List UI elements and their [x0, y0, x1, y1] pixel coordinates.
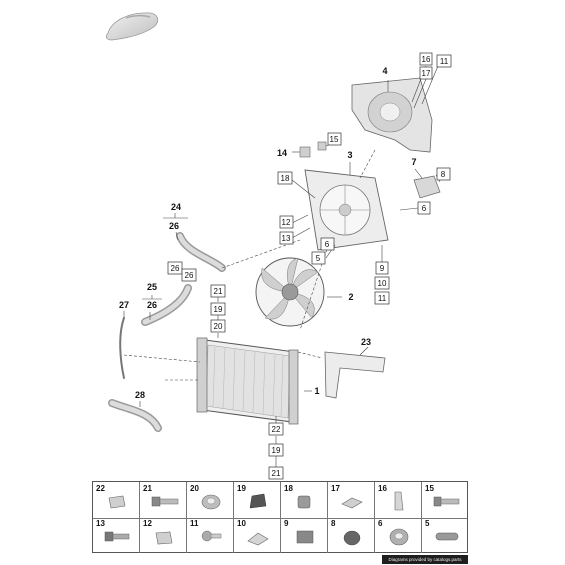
callout-26-hose[interactable]: 26 [171, 264, 180, 273]
damper-icon [343, 530, 361, 546]
callout-26-top[interactable]: 26 [169, 221, 179, 231]
part-cell[interactable]: 16 [375, 482, 422, 518]
air-duct [324, 351, 386, 399]
part-number: 19 [237, 484, 246, 493]
part-cell[interactable]: 21 [140, 482, 187, 518]
part-number: 22 [96, 484, 105, 493]
callout-26-mid[interactable]: 26 [147, 300, 157, 310]
callout-20[interactable]: 20 [214, 322, 223, 331]
boxed-callouts [167, 52, 452, 480]
radiator [196, 337, 299, 425]
callout-21-bottom[interactable]: 21 [272, 469, 281, 478]
retainer-clip-icon [247, 532, 269, 546]
callout-4[interactable]: 4 [382, 66, 387, 76]
callout-11-bottom[interactable]: 11 [378, 294, 387, 303]
callout-18[interactable]: 18 [281, 174, 290, 183]
part-cell[interactable]: 9 [281, 517, 328, 553]
callout-21-top[interactable]: 21 [214, 287, 223, 296]
part-cell[interactable]: 12 [140, 517, 187, 553]
bracket-part [413, 175, 441, 199]
callout-3[interactable]: 3 [347, 150, 352, 160]
callout-23[interactable]: 23 [361, 337, 371, 347]
car-silhouette-icon [105, 12, 159, 41]
expansion-rivet-icon [201, 530, 222, 542]
callout-13[interactable]: 13 [282, 234, 291, 243]
callout-7[interactable]: 7 [411, 157, 416, 167]
callout-9[interactable]: 9 [380, 264, 385, 273]
callout-19-top[interactable]: 19 [214, 305, 223, 314]
clip-icon [341, 497, 363, 509]
part-cell[interactable]: 17 [328, 482, 375, 518]
part-number: 6 [378, 519, 383, 528]
part-number: 5 [425, 519, 430, 528]
part-cell[interactable]: 8 [328, 517, 375, 553]
callout-19-bottom[interactable]: 19 [272, 446, 281, 455]
part-number: 20 [190, 484, 199, 493]
fan-shroud-rear [351, 77, 433, 153]
part-cell[interactable]: 18 [281, 482, 328, 518]
part-number: 10 [237, 519, 246, 528]
part-cell[interactable]: 11 [187, 517, 234, 553]
part-cell[interactable]: 20 [187, 482, 234, 518]
part-number: 15 [425, 484, 434, 493]
callout-15[interactable]: 15 [330, 135, 339, 144]
part-number: 18 [284, 484, 293, 493]
callout-28[interactable]: 28 [135, 390, 145, 400]
callout-26-hose-2[interactable]: 26 [185, 271, 194, 280]
rubber-pad-icon [297, 495, 311, 509]
screw-icon [433, 496, 460, 507]
coolant-hoses [108, 232, 226, 432]
part-number: 13 [96, 519, 105, 528]
parts-row-top: 22 21 20 19 18 17 16 15 [93, 482, 467, 519]
part-number: 17 [331, 484, 340, 493]
part-number: 16 [378, 484, 387, 493]
callout-12[interactable]: 12 [282, 218, 291, 227]
grommet-icon [201, 494, 221, 510]
callout-17[interactable]: 17 [422, 69, 431, 78]
speed-nut-icon [155, 531, 173, 545]
callout-24[interactable]: 24 [171, 202, 181, 212]
part-cell[interactable]: 19 [234, 482, 281, 518]
callout-2[interactable]: 2 [348, 292, 353, 302]
part-number: 8 [331, 519, 336, 528]
small-fastener-parts [299, 141, 327, 158]
callout-27[interactable]: 27 [119, 300, 129, 310]
part-cell[interactable]: 15 [422, 482, 469, 518]
nut-clip-icon [108, 495, 126, 509]
mount-icon [249, 493, 267, 509]
callout-11-top[interactable]: 11 [440, 57, 449, 66]
part-cell[interactable]: 6 [375, 517, 422, 553]
part-number: 9 [284, 519, 289, 528]
solid-leaders [123, 65, 441, 467]
callout-10[interactable]: 10 [378, 279, 387, 288]
callout-6-bracket[interactable]: 6 [422, 204, 427, 213]
callout-14[interactable]: 14 [277, 148, 287, 158]
diagram-credit: Diagrams provided by catalogs.parts [382, 555, 468, 564]
fan-frame [304, 169, 389, 251]
callout-8[interactable]: 8 [441, 170, 446, 179]
part-number: 21 [143, 484, 152, 493]
parts-row-bottom: 13 12 11 10 9 8 6 5 [93, 517, 467, 553]
callout-6-frame[interactable]: 6 [325, 240, 330, 249]
part-cell[interactable]: 10 [234, 517, 281, 553]
callout-1[interactable]: 1 [314, 386, 319, 396]
bolt-icon [104, 531, 130, 542]
callout-5[interactable]: 5 [316, 254, 321, 263]
part-cell[interactable]: 5 [422, 517, 469, 553]
parts-legend-grid: 22 21 20 19 18 17 16 15 13 12 11 10 9 8 [92, 481, 468, 553]
bracket-clip-icon [394, 491, 404, 511]
part-cell[interactable]: 13 [93, 517, 140, 553]
part-number: 11 [190, 519, 199, 528]
part-cell[interactable]: 22 [93, 482, 140, 518]
callout-25[interactable]: 25 [147, 282, 157, 292]
cooling-fan [255, 257, 325, 327]
callout-22[interactable]: 22 [272, 425, 281, 434]
holder-icon [296, 530, 314, 544]
bolt-icon [151, 496, 179, 507]
stud-icon [435, 532, 459, 541]
part-number: 12 [143, 519, 152, 528]
callout-16[interactable]: 16 [422, 55, 431, 64]
bushing-icon [389, 528, 409, 546]
